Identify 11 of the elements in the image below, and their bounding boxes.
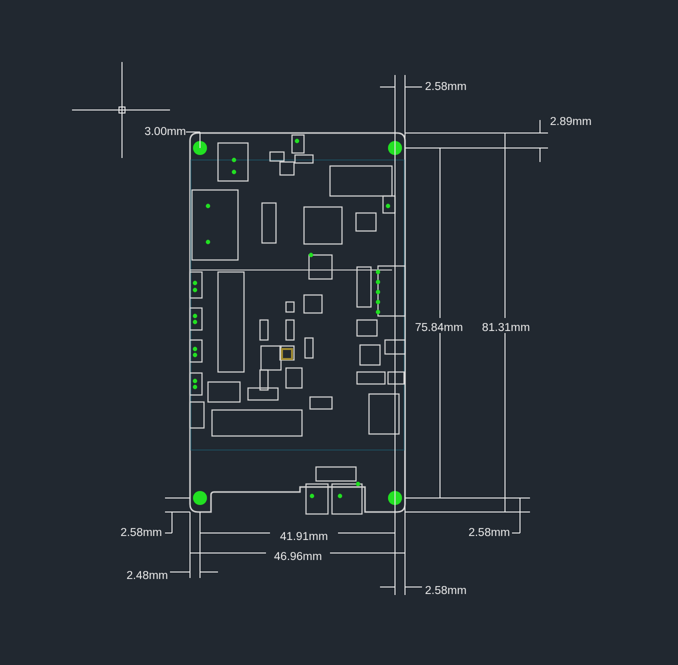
dimension-label: 2.48mm [126, 570, 168, 582]
dimension-label: 2.58mm [468, 527, 510, 540]
dimension-label: 2.58mm [120, 527, 162, 540]
dimension-label: 2.58mm [425, 81, 467, 94]
dimension-label: 46.96mm [274, 551, 322, 564]
dimension-label: 2.58mm [425, 585, 467, 598]
dimension-label: 3.00mm [144, 126, 186, 138]
dimension-label: 75.84mm [415, 322, 463, 334]
dimension-label: 81.31mm [482, 322, 530, 334]
dimension-label: 41.91mm [280, 531, 328, 544]
dimension-label: 2.89mm [550, 116, 592, 128]
